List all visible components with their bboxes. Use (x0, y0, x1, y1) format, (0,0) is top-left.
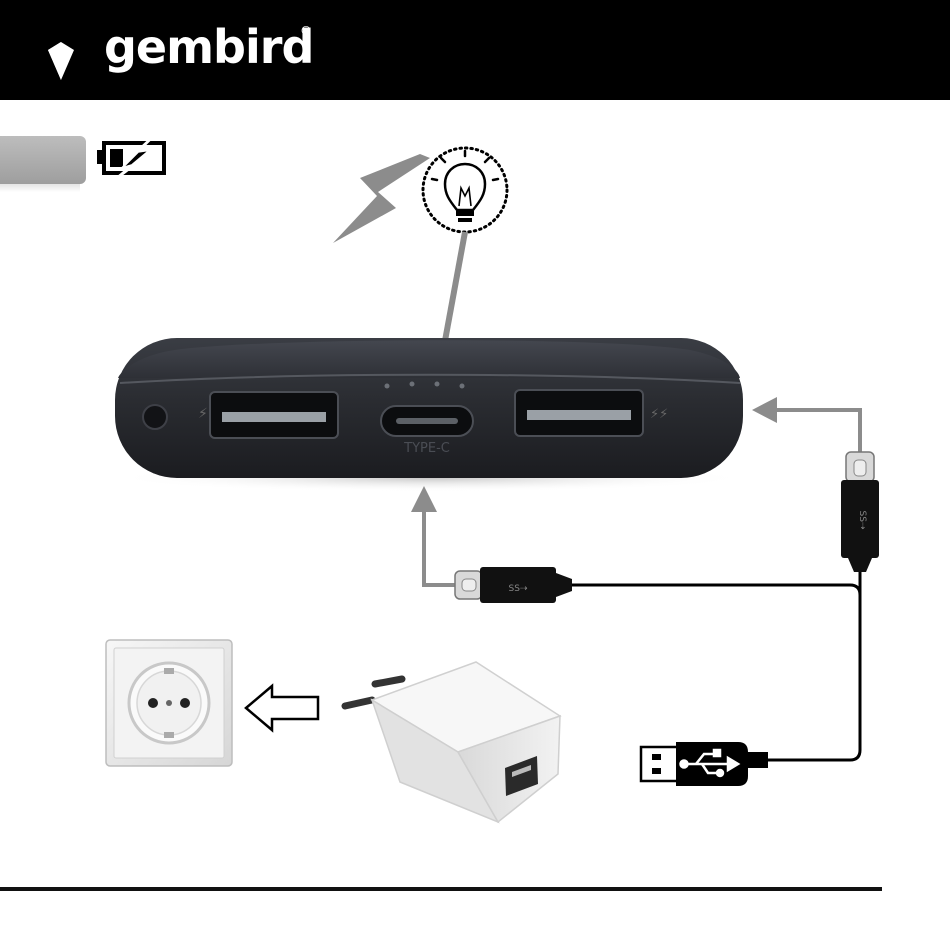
usb-a-plug-icon (641, 742, 768, 786)
lightning-icon (333, 154, 430, 243)
svg-text:SS⇢: SS⇢ (857, 511, 867, 530)
usb-c-label: TYPE-C (403, 441, 450, 456)
svg-text:⚡: ⚡ (198, 406, 208, 422)
light-bulb-icon (423, 148, 507, 232)
usb-wall-charger-icon (345, 662, 560, 822)
left-arrow-icon (246, 686, 318, 730)
cables (572, 572, 860, 760)
bottom-input-arrow (411, 486, 458, 585)
svg-text:SS⇢: SS⇢ (509, 584, 528, 594)
footer-divider (0, 887, 882, 891)
battery-charging-icon (97, 126, 164, 190)
usb-c-plug-icon: SS⇢ (455, 567, 572, 603)
svg-text:⚡⚡: ⚡⚡ (650, 407, 668, 422)
right-input-arrow (752, 397, 860, 452)
wall-socket-icon (106, 640, 232, 766)
powerbank: ⚡ TYPE-C ⚡⚡ (110, 338, 750, 492)
usb-a-port-left: ⚡ (198, 392, 338, 438)
usb-c-plug-icon: SS⇢ (841, 452, 879, 572)
